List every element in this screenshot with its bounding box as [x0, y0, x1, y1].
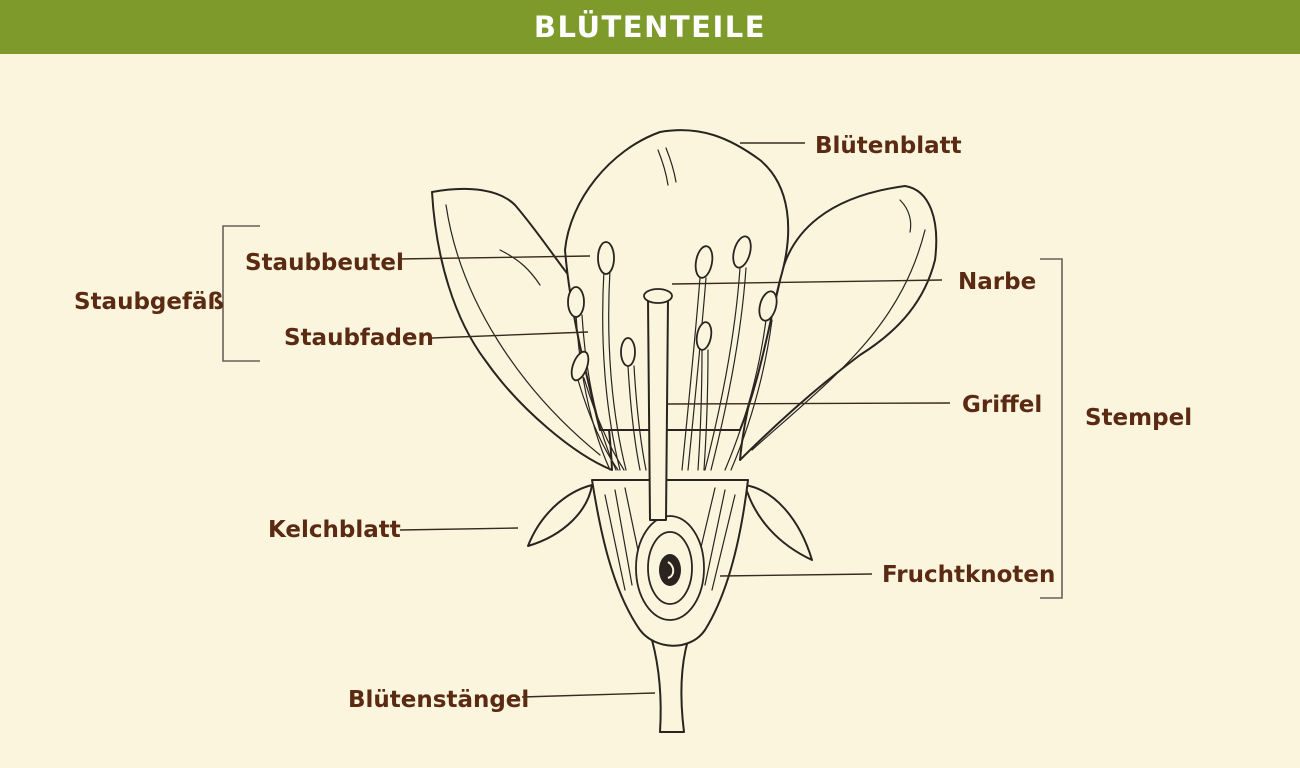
pistil-bracket	[1040, 258, 1063, 599]
stamens	[567, 235, 778, 471]
label-stem: Blütenstängel	[348, 687, 529, 713]
center-petal	[564, 129, 790, 431]
label-anther: Staubbeutel	[245, 250, 404, 276]
label-pistil: Stempel	[1085, 405, 1192, 431]
label-stigma: Narbe	[958, 269, 1036, 295]
title-banner: BLÜTENTEILE	[0, 0, 1300, 54]
page-title: BLÜTENTEILE	[533, 10, 767, 44]
label-petal: Blütenblatt	[815, 133, 962, 159]
stem-shape	[651, 639, 689, 733]
label-ovary: Fruchtknoten	[882, 562, 1055, 588]
label-sepal: Kelchblatt	[268, 517, 401, 543]
right-sepal	[744, 484, 813, 561]
leader-lines	[397, 142, 951, 698]
style-shape	[647, 299, 669, 521]
stamen-bracket	[222, 225, 260, 362]
label-filament: Staubfaden	[284, 325, 434, 351]
right-petal	[739, 185, 938, 461]
flower-illustration	[431, 129, 938, 733]
label-style: Griffel	[962, 392, 1042, 418]
label-stamen: Staubgefäß	[74, 289, 224, 315]
stigma-shape	[643, 288, 673, 304]
left-sepal	[527, 484, 593, 547]
